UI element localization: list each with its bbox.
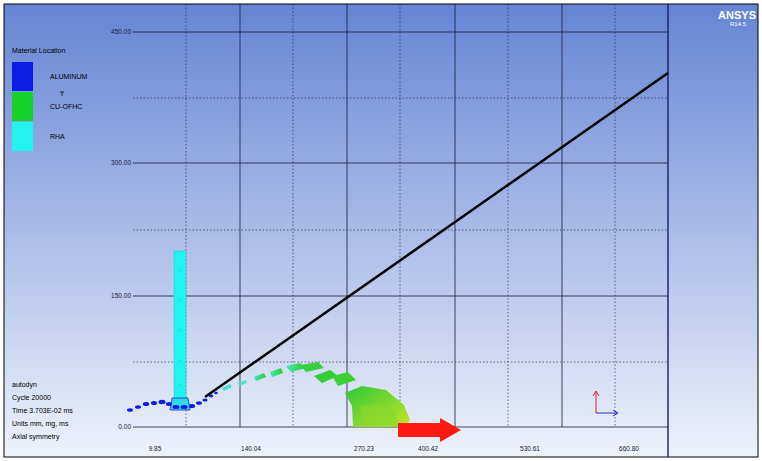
velocity-arrow xyxy=(398,418,461,442)
axis-tick: 400.42 xyxy=(418,446,438,453)
rha-plate xyxy=(170,251,190,410)
info-text: autodyn xyxy=(12,381,37,388)
brand-name: ANSYS xyxy=(718,10,756,21)
axis-tick: 660.80 xyxy=(619,446,639,453)
grid-lines xyxy=(133,4,668,457)
legend-marker xyxy=(60,92,64,96)
axis-tick: 9.85 xyxy=(149,446,162,453)
info-text: Cycle 20000 xyxy=(12,394,51,401)
legend-swatch xyxy=(12,62,33,91)
legend-swatch xyxy=(12,122,33,151)
legend-label: RHA xyxy=(50,133,65,140)
axis-tick: 140.04 xyxy=(241,446,261,453)
copper-jet-fragments xyxy=(222,362,410,427)
axis-triad xyxy=(593,391,618,416)
axis-tick: 270.23 xyxy=(354,446,374,453)
trajectory-line xyxy=(205,73,668,397)
aluminum-fragments xyxy=(127,392,218,412)
info-text: Axial symmetry xyxy=(12,433,59,440)
legend-label: CU-OFHC xyxy=(50,103,82,110)
info-text: Time 3.703E-02 ms xyxy=(12,407,73,414)
legend-label: ALUMINUM xyxy=(50,73,87,80)
axis-tick: 0.00 xyxy=(118,424,131,431)
axis-tick: 530.61 xyxy=(520,446,540,453)
info-text: Units mm, mg, ms xyxy=(12,420,68,427)
version-number: R14.5 xyxy=(730,21,746,27)
axis-tick: 150.00 xyxy=(111,293,131,300)
axis-tick: 300.00 xyxy=(111,160,131,167)
axis-tick: 450.00 xyxy=(111,29,131,36)
background xyxy=(4,4,758,457)
legend-swatch xyxy=(12,92,33,121)
legend-title: Material Location xyxy=(12,47,65,54)
